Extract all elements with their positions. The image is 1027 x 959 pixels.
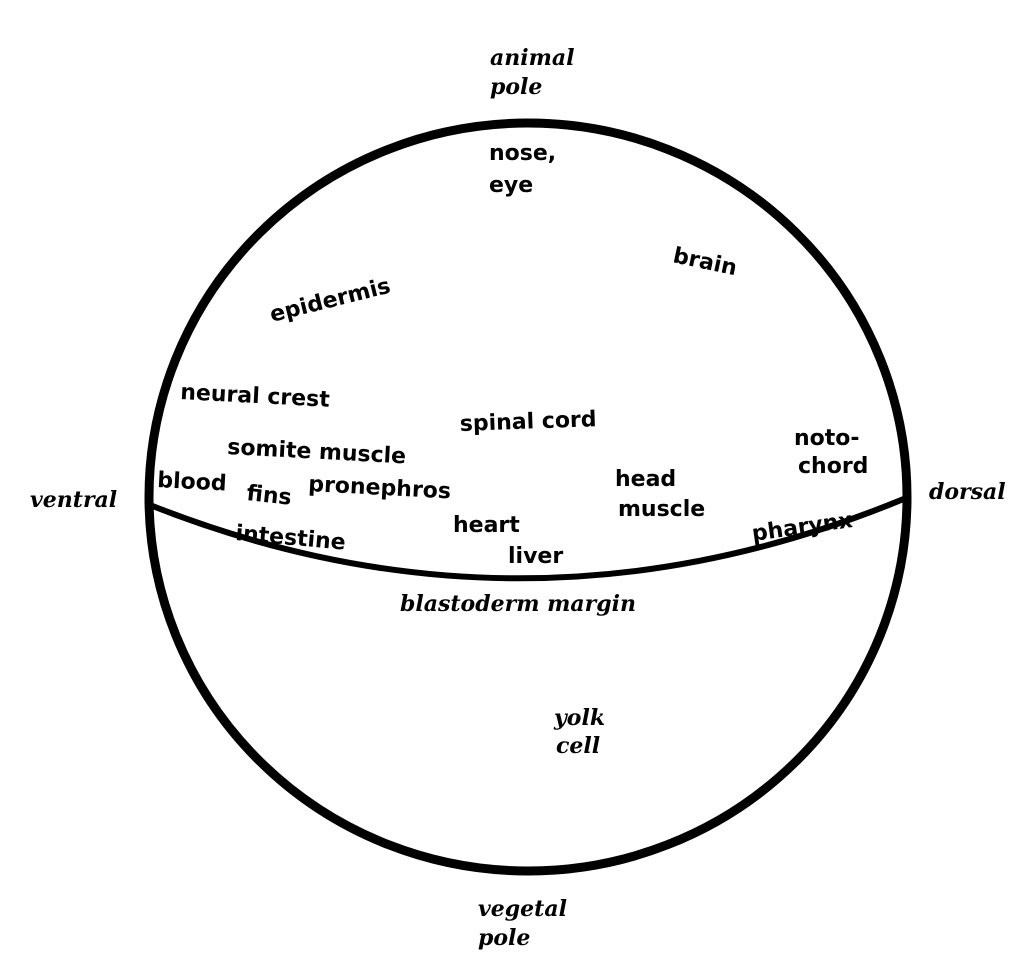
vegetal-pole-label: vegetal pole — [478, 896, 575, 951]
pharynx-label: pharynx — [750, 508, 854, 547]
pronephros-label: pronephros — [308, 472, 452, 504]
blood-label: blood — [157, 468, 227, 497]
head-muscle-label: head muscle — [615, 467, 705, 522]
yolk-cell-label: yolk cell — [553, 705, 613, 759]
intestine-label: intestine — [234, 521, 346, 556]
nose-eye-label: nose, eye — [489, 141, 564, 198]
animal-pole-label: animal pole — [490, 45, 582, 100]
liver-label: liver — [508, 544, 563, 569]
notochord-label: noto- chord — [794, 426, 868, 479]
embryo-outline — [144, 118, 912, 876]
blastoderm-margin-label: blastoderm margin — [400, 591, 636, 617]
fins-label: fins — [245, 481, 292, 511]
blastoderm-margin-line — [148, 495, 908, 582]
brain-label: brain — [671, 243, 739, 281]
heart-label: heart — [453, 513, 520, 538]
epidermis-label: epidermis — [267, 274, 393, 328]
neural-crest-label: neural crest — [180, 380, 331, 413]
ventral-label: ventral — [30, 487, 117, 513]
somite-muscle-label: somite muscle — [227, 435, 407, 469]
dorsal-label: dorsal — [929, 479, 1006, 505]
spinal-cord-label: spinal cord — [459, 407, 597, 437]
